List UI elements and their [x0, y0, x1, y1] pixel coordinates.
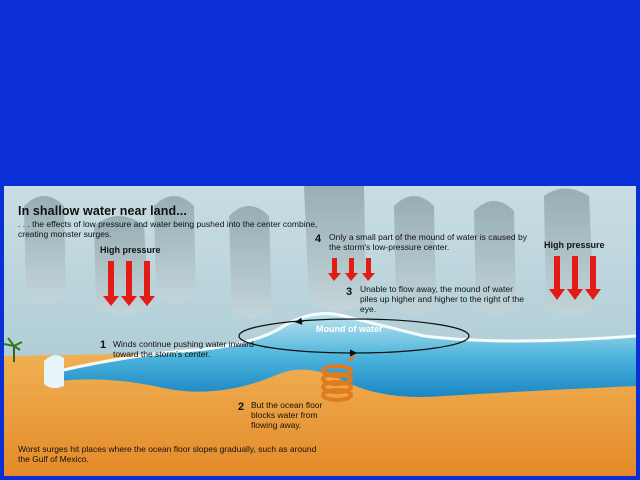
- storm-surge-illustration: [4, 186, 636, 476]
- step-text-1: Winds continue pushing water inward towa…: [113, 339, 254, 359]
- bottom-note: Worst surges hit places where the ocean …: [18, 444, 317, 464]
- high-pressure-arrows-left: [103, 261, 155, 306]
- diagram-panel: [4, 186, 636, 476]
- step-number-1: 1: [100, 339, 107, 351]
- high-pressure-label-left: High pressure: [100, 245, 161, 255]
- step-number-4: 4: [315, 233, 322, 245]
- palm-tree-icon: [4, 337, 23, 362]
- high-pressure-label-right: High pressure: [544, 240, 605, 250]
- low-pressure-arrows-center: [328, 258, 375, 281]
- step-text-4: Only a small part of the mound of water …: [329, 232, 527, 252]
- step-text-2: But the ocean floor blocks water from fl…: [251, 400, 323, 430]
- water-spiral-icon: [321, 364, 353, 402]
- diagram-title: In shallow water near land...: [18, 204, 187, 218]
- step-number-2: 2: [238, 401, 245, 413]
- high-pressure-arrows-right: [549, 256, 601, 300]
- step-number-3: 3: [346, 286, 353, 298]
- mound-of-water-label: Mound of water: [316, 324, 383, 334]
- water-surge: [59, 313, 636, 397]
- step-text-3: Unable to flow away, the mound of water …: [360, 284, 524, 314]
- diagram-subtitle: . . . the effects of low pressure and wa…: [18, 219, 318, 239]
